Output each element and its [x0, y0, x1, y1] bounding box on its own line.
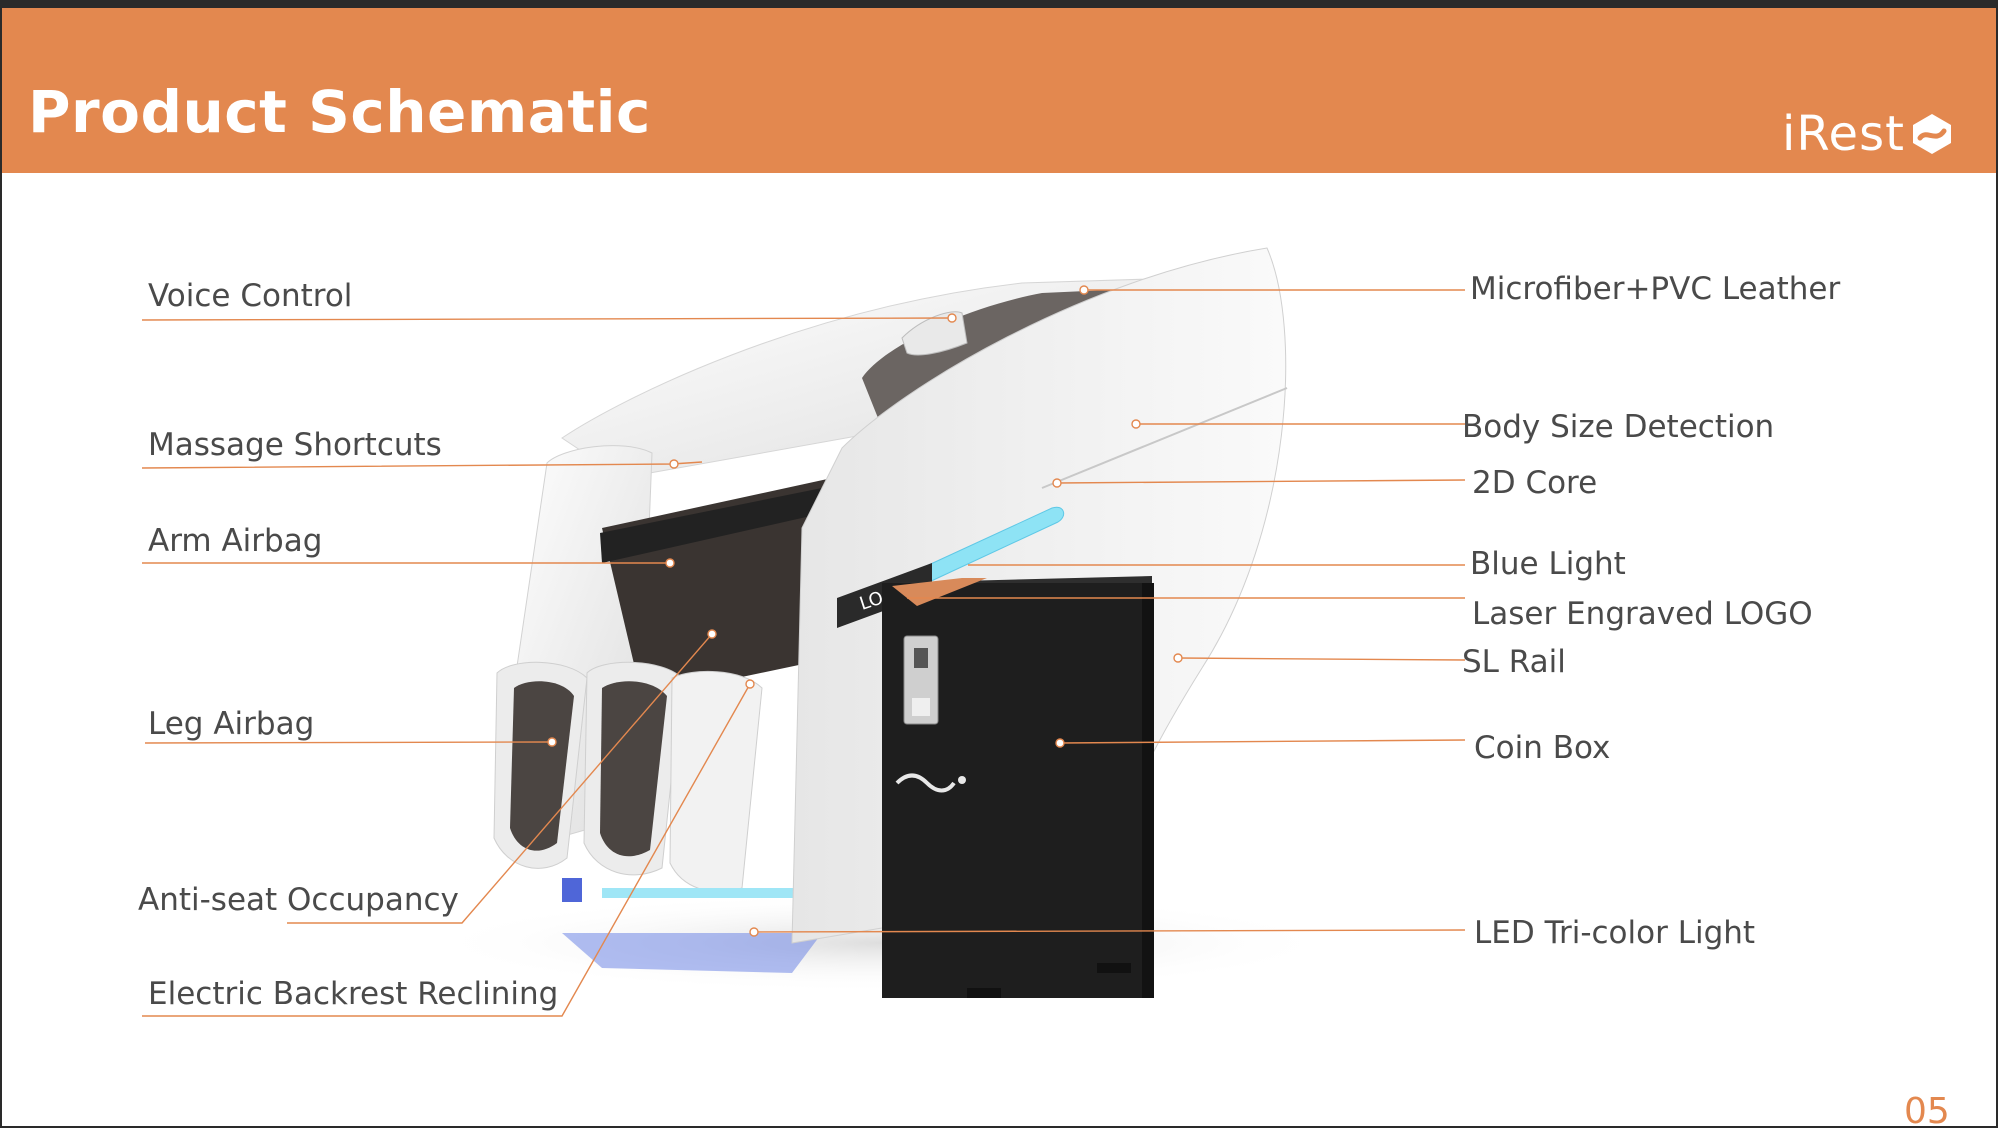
voice-control-module	[901, 311, 968, 356]
wave-icon	[895, 773, 956, 793]
dot-microfiber	[1079, 285, 1089, 295]
label-2d-core: 2D Core	[1472, 465, 1598, 501]
label-laser-engraved-logo: Laser Engraved LOGO	[1472, 596, 1813, 632]
leader-led-tricolor	[753, 929, 1466, 933]
leader-2d-core	[1056, 479, 1466, 484]
dot-electric-backrest	[745, 679, 755, 689]
page-title: Product Schematic	[28, 78, 651, 146]
base-blue-strip	[602, 888, 862, 898]
dot-body-size	[1131, 419, 1141, 429]
sl-rail-line	[1041, 387, 1288, 489]
irest-logo-icon	[1912, 114, 1951, 154]
dot-voice-control	[947, 313, 957, 323]
leader-leg-airbag	[144, 741, 553, 744]
label-microfiber-pvc-leather: Microfiber+PVC Leather	[1470, 271, 1841, 307]
wave-icon-dot	[958, 776, 966, 784]
page-number: 05	[1904, 1091, 1950, 1126]
side-blue-light-bar	[921, 506, 1065, 584]
label-led-tri-color-light: LED Tri-color Light	[1474, 915, 1756, 951]
leader-lines	[141, 289, 1466, 1017]
leader-electric-backrest	[142, 683, 751, 1017]
dot-anti-seat	[707, 629, 717, 639]
arm-gap	[600, 488, 824, 563]
leg-cushion-mid	[600, 681, 667, 857]
blue-floor-glow	[562, 933, 822, 973]
leader-dots	[547, 285, 1183, 937]
coin-box-foot-right	[1097, 963, 1131, 973]
brand-name: iRest	[1782, 106, 1905, 162]
dot-arm-airbag	[665, 558, 675, 568]
dot-coin-box	[1055, 738, 1065, 748]
leg-rest-right	[669, 671, 763, 893]
dot-leg-airbag	[547, 737, 557, 747]
foot-blue-light	[562, 878, 582, 902]
product-illustration: LOGO	[141, 247, 1466, 1017]
label-massage-shortcuts: Massage Shortcuts	[148, 427, 442, 463]
leader-voice-control	[141, 317, 953, 321]
leg-cushion-left	[510, 681, 574, 851]
label-leg-airbag: Leg Airbag	[148, 706, 315, 742]
dot-2d-core	[1052, 478, 1062, 488]
coin-slot-hole	[914, 648, 928, 668]
label-electric-backrest-reclining: Electric Backrest Reclining	[148, 976, 559, 1012]
coin-box-orange-plate	[892, 578, 987, 606]
leader-coin-box	[1059, 739, 1466, 744]
coin-box-side	[1142, 583, 1154, 998]
slide: Product Schematic iRest	[2, 8, 1996, 1126]
label-blue-light: Blue Light	[1470, 546, 1626, 582]
label-sl-rail: SL Rail	[1462, 644, 1566, 680]
label-arm-airbag: Arm Airbag	[148, 523, 323, 559]
dot-led-tricolor	[749, 927, 759, 937]
dot-sl-rail	[1173, 653, 1183, 663]
coin-return	[912, 698, 930, 716]
label-anti-seat-occupancy: Anti-seat Occupancy	[138, 882, 459, 918]
label-body-size-detection: Body Size Detection	[1462, 409, 1775, 445]
leader-sl-rail	[1177, 657, 1466, 661]
brand-logo: iRest	[1782, 104, 1955, 164]
label-voice-control: Voice Control	[148, 278, 353, 314]
coin-box-foot-left	[967, 988, 1001, 998]
leader-anti-seat	[287, 633, 713, 924]
header-bar: Product Schematic iRest	[2, 8, 1996, 173]
dot-massage-shortcuts	[669, 459, 679, 469]
label-coin-box: Coin Box	[1474, 730, 1611, 766]
